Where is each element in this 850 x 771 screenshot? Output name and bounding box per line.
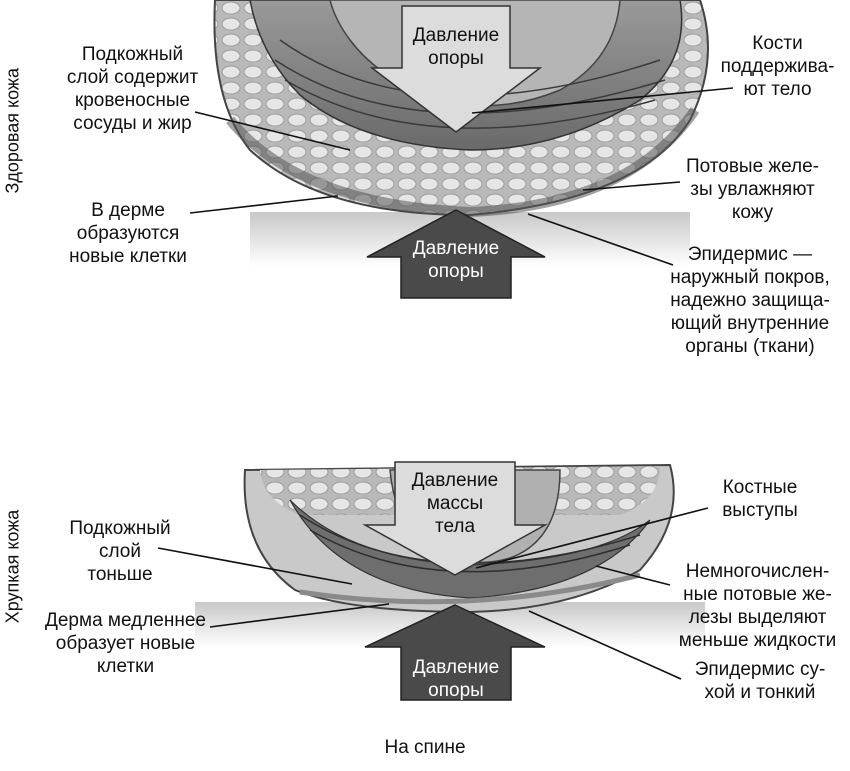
caption: На спине [365,736,485,759]
label-epidermis-fragile: Эпидермис су- хой и тонкий [680,658,840,704]
arrow-label-top-up: Давление опоры [401,237,511,283]
label-subcutaneous-fragile: Подкожный слой тоньше [50,517,190,586]
label-subcutaneous-healthy: Подкожный слой содержит кровеносные сосу… [55,43,210,135]
label-dermis-healthy: В дерме образуются новые клетки [68,199,188,268]
arrow-label-bottom-down: Давление массы тела [395,469,515,538]
arrow-label-bottom-up: Давление опоры [401,656,511,702]
label-sweat-healthy: Потовые желе- зы увлажняют кожу [675,155,830,224]
label-epidermis-healthy: Эпидермис — наружный покров, надежно защ… [660,243,840,358]
label-sweat-fragile: Немногочислен- ные потовые же- лезы выде… [670,560,845,652]
label-bones-fragile: Костные выступы [700,476,820,522]
side-label-fragile: Хрупкая кожа [3,507,24,627]
label-dermis-fragile: Дерма медленнее образует новые клетки [38,609,213,678]
side-label-healthy: Здоровая кожа [3,74,24,194]
arrow-label-top-down: Давление опоры [402,24,510,70]
label-bones-healthy: Кости поддержива- ют тело [715,32,840,101]
